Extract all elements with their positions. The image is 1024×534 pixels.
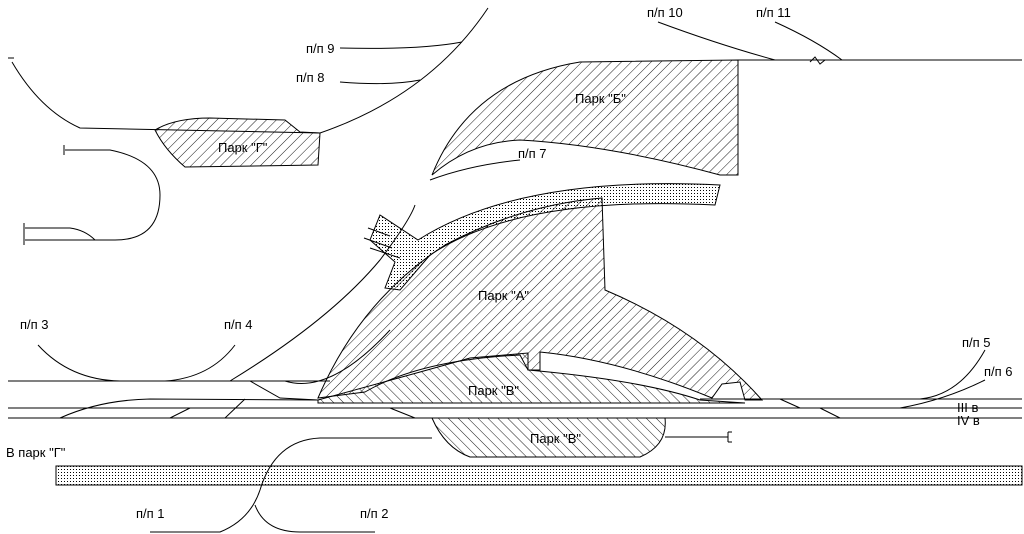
- track-park-g-spur: [25, 227, 96, 241]
- embankment-strip: [55, 465, 1023, 486]
- track-diagonal-connector: [229, 204, 416, 382]
- siding-pp5-label: п/п 5: [962, 335, 991, 350]
- curved-platform-strip: [369, 183, 721, 291]
- park-g-label: Парк "Г": [218, 140, 268, 155]
- siding-pp9-line: [339, 41, 463, 49]
- siding-pp10-line: [657, 21, 776, 61]
- park-v-lower-area: [431, 417, 666, 458]
- park-b-area: [431, 59, 739, 176]
- siding-pp6-label: п/п 6: [984, 364, 1013, 379]
- track-pp9-curve: [319, 7, 489, 134]
- track-to-park-g: [59, 398, 319, 419]
- siding-pp1-label: п/п 1: [136, 506, 165, 521]
- crossover-curve: [284, 329, 391, 384]
- track-park-g-loop: [25, 149, 161, 241]
- crossover-left: [249, 380, 319, 401]
- siding-pp11-line: [774, 21, 843, 61]
- siding-pp1-line: [150, 437, 432, 533]
- siding-pp7-label: п/п 7: [518, 146, 547, 161]
- siding-pp8-line: [339, 79, 421, 85]
- siding-pp7-line: [429, 159, 521, 181]
- crossover-small-2: [224, 398, 246, 419]
- park-b-label: Парк "Б": [575, 91, 626, 106]
- track-iv-label: IV в: [957, 413, 980, 428]
- track-break-mark: [809, 56, 826, 65]
- siding-pp8-label: п/п 8: [296, 70, 325, 85]
- crossover-mid: [389, 407, 416, 419]
- siding-pp10-label: п/п 10: [647, 5, 683, 20]
- track-park-g-main: [11, 61, 321, 134]
- siding-pp3-line: [37, 344, 121, 382]
- crossover-right-1: [779, 398, 801, 409]
- siding-pp3-label: п/п 3: [20, 317, 49, 332]
- park-v-lower-label: Парк "В": [530, 431, 581, 446]
- park-v-upper-label: Парк "В": [468, 383, 519, 398]
- track-iii-label: III в: [957, 400, 978, 415]
- siding-pp4-line: [164, 344, 236, 382]
- siding-pp2-line: [254, 504, 375, 533]
- park-a-label: Парк "А": [478, 288, 529, 303]
- siding-pp9-label: п/п 9: [306, 41, 335, 56]
- siding-pp11-label: п/п 11: [756, 5, 791, 20]
- siding-pp5-line: [919, 349, 986, 400]
- crossover-right-2: [819, 407, 841, 419]
- siding-pp6-line: [899, 379, 986, 409]
- crossover-small-1: [169, 407, 191, 419]
- siding-pp4-label: п/п 4: [224, 317, 253, 332]
- siding-pp2-label: п/п 2: [360, 506, 389, 521]
- to-park-g-label: В парк "Г": [6, 445, 66, 460]
